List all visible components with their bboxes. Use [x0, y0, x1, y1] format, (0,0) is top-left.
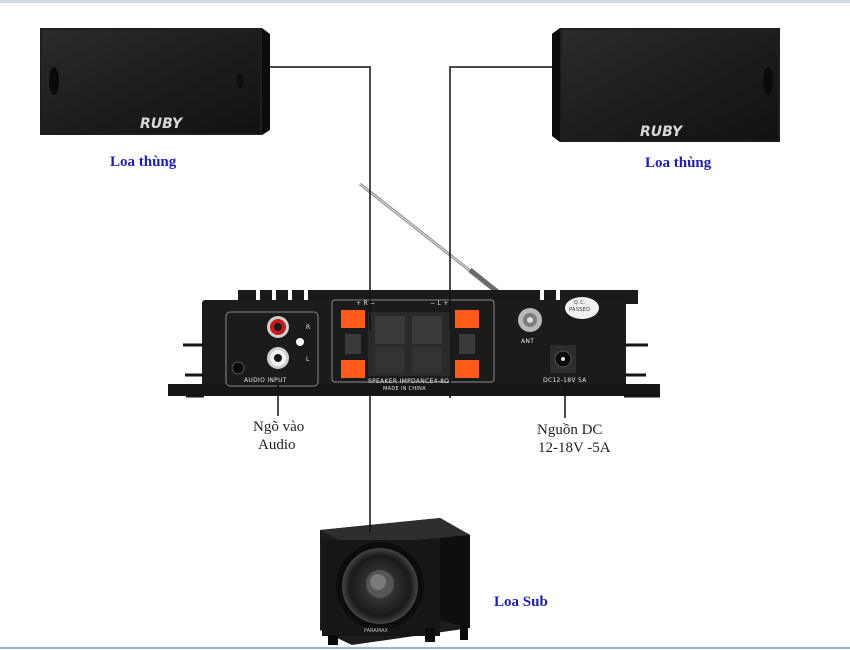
- label-audio-input-line2: Audio: [258, 437, 296, 453]
- dc-spec-text: DC12-18V 5A: [543, 377, 587, 384]
- terminal-r-polarity: + R −: [356, 300, 376, 307]
- subwoofer-cabinet: [320, 518, 470, 645]
- label-right-speaker: Loa thùng: [645, 155, 712, 171]
- amplifier-unit: [168, 290, 660, 398]
- speaker-terminals: [341, 310, 479, 378]
- left-speaker-cabinet: [40, 28, 270, 135]
- terminal-l-polarity: − L +: [430, 300, 449, 307]
- mic-jack: [231, 361, 245, 375]
- rca-jack-red: [267, 316, 289, 338]
- channel-r-text: R: [306, 324, 311, 331]
- bass-port: [49, 67, 59, 95]
- speaker-terminal-panel: [331, 299, 495, 383]
- label-subwoofer: Loa Sub: [494, 594, 548, 610]
- qc-text-line2: PASSED: [569, 307, 591, 313]
- bass-port: [763, 67, 773, 95]
- right-speaker-cabinet: [552, 28, 780, 142]
- label-left-speaker: Loa thùng: [110, 154, 177, 170]
- wire-left-speaker: [270, 66, 371, 330]
- label-dc-power-line2: 12-18V -5A: [538, 440, 611, 456]
- antenna-connector: [518, 308, 542, 332]
- audio-input-panel: [225, 311, 319, 387]
- dc-power-jack: [550, 345, 576, 373]
- label-audio-input-line1: Ngõ vào: [253, 419, 305, 435]
- label-dc-power-line1: Nguồn DC: [537, 422, 603, 438]
- antenna-text: ANT: [521, 338, 535, 345]
- wire-right-speaker: [449, 66, 552, 330]
- rca-jack-white: [267, 347, 289, 369]
- made-in-text: MADE IN CHINA: [383, 386, 426, 392]
- qc-passed-badge: [565, 297, 599, 319]
- impedance-text: SPEAKER IMPDANCE4-8Ω: [368, 378, 450, 385]
- audio-input-panel-text: AUDIO INPUT: [244, 377, 287, 384]
- channel-l-text: L: [306, 356, 310, 363]
- speaker-wires: [270, 66, 566, 532]
- top-border: [0, 0, 850, 3]
- qc-text-line1: Q.C.: [574, 300, 586, 306]
